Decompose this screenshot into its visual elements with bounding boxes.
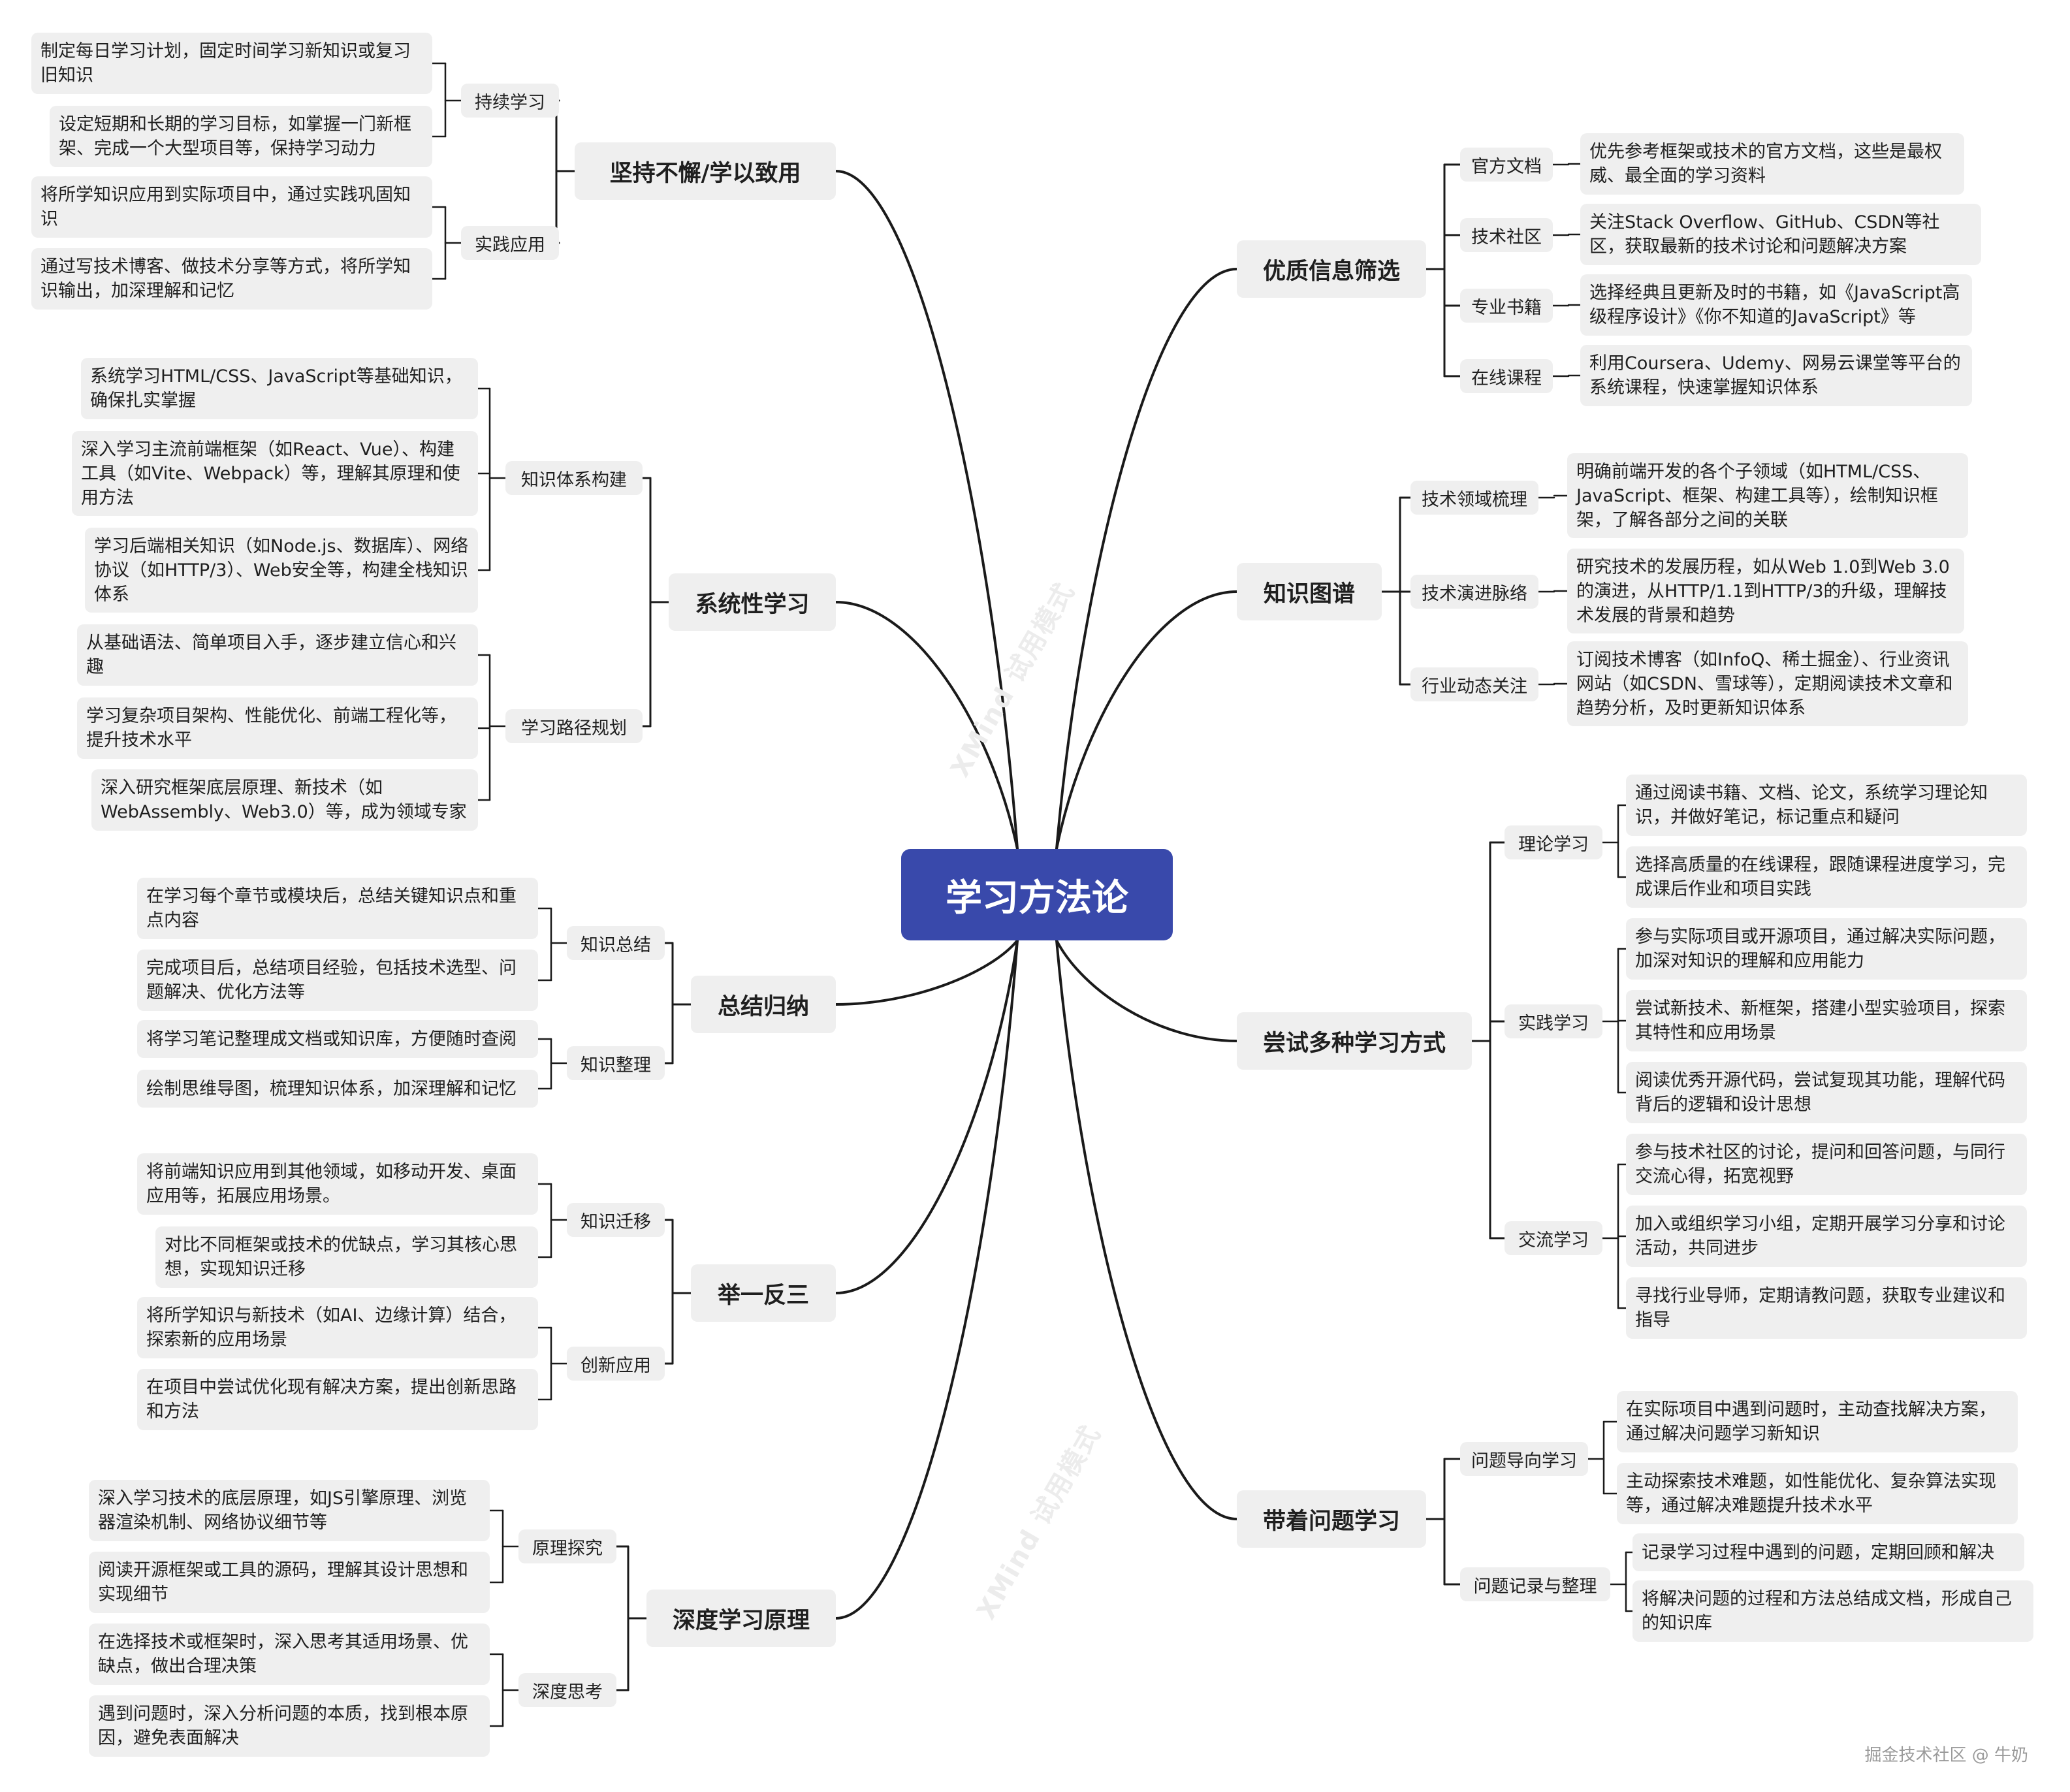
leaf-topic[interactable]: 将所学知识应用到实际项目中，通过实践巩固知识 [31,176,432,238]
subtopic[interactable]: 官方文档 [1460,148,1553,182]
branch-topic[interactable]: 带着问题学习 [1237,1490,1426,1548]
subtopic[interactable]: 问题记录与整理 [1460,1567,1610,1601]
connector-line [835,939,1019,1294]
leaf-topic[interactable]: 制定每日学习计划，固定时间学习新知识或复习旧知识 [31,33,432,94]
leaf-topic[interactable]: 明确前端开发的各个子领域（如HTML/CSS、JavaScript、框架、构建工… [1567,453,1968,538]
subtopic[interactable]: 技术演进脉络 [1410,575,1538,609]
leaf-topic[interactable]: 系统学习HTML/CSS、JavaScript等基础知识，确保扎实掌握 [81,358,478,419]
connector-line [835,170,1019,850]
leaf-topic[interactable]: 加入或组织学习小组，定期开展学习分享和讨论活动，共同进步 [1626,1206,2027,1267]
leaf-topic[interactable]: 从基础语法、简单项目入手，逐步建立信心和兴趣 [77,624,478,686]
connector-line [835,939,1019,1620]
branch-topic[interactable]: 知识图谱 [1237,563,1382,620]
leaf-topic[interactable]: 通过写技术博客、做技术分享等方式，将所学知识输出，加深理解和记忆 [31,248,432,310]
subtopic[interactable]: 实践应用 [461,226,559,260]
leaf-topic[interactable]: 绘制思维导图，梳理知识体系，加深理解和记忆 [137,1070,538,1108]
subtopic[interactable]: 专业书籍 [1460,289,1553,323]
connector-line [1055,939,1238,1042]
subtopic[interactable]: 技术社区 [1460,218,1553,252]
subtopic[interactable]: 问题导向学习 [1460,1442,1588,1476]
connector-line [1055,939,1238,1520]
leaf-topic[interactable]: 学习后端相关知识（如Node.js、数据库）、网络协议（如HTTP/3）、Web… [85,528,478,613]
leaf-topic[interactable]: 将解决问题的过程和方法总结成文档，形成自己的知识库 [1632,1580,2033,1642]
leaf-topic[interactable]: 研究技术的发展历程，如从Web 1.0到Web 3.0的演进，从HTTP/1.1… [1567,549,1964,633]
subtopic[interactable]: 知识体系构建 [505,461,643,495]
leaf-topic[interactable]: 阅读开源框架或工具的源码，理解其设计思想和实现细节 [89,1552,490,1613]
branch-topic[interactable]: 优质信息筛选 [1237,240,1426,298]
subtopic[interactable]: 原理探究 [518,1529,616,1563]
leaf-topic[interactable]: 通过阅读书籍、文档、论文，系统学习理论知识，并做好笔记，标记重点和疑问 [1626,775,2027,836]
subtopic[interactable]: 知识总结 [567,926,665,960]
leaf-topic[interactable]: 订阅技术博客（如InfoQ、稀土掘金）、行业资讯网站（如CSDN、雪球等），定期… [1567,641,1968,726]
subtopic[interactable]: 持续学习 [461,84,559,118]
subtopic[interactable]: 知识迁移 [567,1203,665,1237]
leaf-topic[interactable]: 主动探索技术难题，如性能优化、复杂算法实现等，通过解决难题提升技术水平 [1617,1463,2018,1524]
branch-topic[interactable]: 举一反三 [691,1264,836,1322]
leaf-topic[interactable]: 选择高质量的在线课程，跟随课程进度学习，完成课后作业和项目实践 [1626,846,2027,908]
subtopic[interactable]: 在线课程 [1460,359,1553,393]
leaf-topic[interactable]: 寻找行业导师，定期请教问题，获取专业建议和指导 [1626,1277,2027,1339]
subtopic[interactable]: 实践学习 [1505,1004,1602,1038]
leaf-topic[interactable]: 优先参考框架或技术的官方文档，这些是最权威、最全面的学习资料 [1580,133,1964,195]
leaf-topic[interactable]: 在项目中尝试优化现有解决方案，提出创新思路和方法 [137,1369,538,1430]
leaf-topic[interactable]: 深入学习主流前端框架（如React、Vue）、构建工具（如Vite、Webpac… [72,431,478,516]
leaf-topic[interactable]: 参与技术社区的讨论，提问和回答问题，与同行交流心得，拓宽视野 [1626,1134,2027,1195]
branch-topic[interactable]: 系统性学习 [669,573,836,631]
subtopic[interactable]: 理论学习 [1505,825,1602,859]
root-topic[interactable]: 学习方法论 [901,849,1173,940]
leaf-topic[interactable]: 在选择技术或框架时，深入思考其适用场景、优缺点，做出合理决策 [89,1624,490,1685]
subtopic[interactable]: 创新应用 [567,1347,665,1381]
leaf-topic[interactable]: 遇到问题时，深入分析问题的本质，找到根本原因，避免表面解决 [89,1695,490,1757]
leaf-topic[interactable]: 在实际项目中遇到问题时，主动查找解决方案，通过解决问题学习新知识 [1617,1391,2018,1452]
branch-topic[interactable]: 坚持不懈/学以致用 [575,142,836,200]
branch-topic[interactable]: 深度学习原理 [646,1590,836,1647]
leaf-topic[interactable]: 阅读优秀开源代码，尝试复现其功能，理解代码背后的逻辑和设计思想 [1626,1062,2027,1123]
leaf-topic[interactable]: 将前端知识应用到其他领域，如移动开发、桌面应用等，拓展应用场景。 [137,1153,538,1215]
subtopic[interactable]: 行业动态关注 [1410,667,1538,701]
connector-line [1055,590,1238,850]
leaf-topic[interactable]: 选择经典且更新及时的书籍，如《JavaScript高级程序设计》《你不知道的Ja… [1580,274,1972,336]
leaf-topic[interactable]: 设定短期和长期的学习目标，如掌握一门新框架、完成一个大型项目等，保持学习动力 [50,106,432,167]
subtopic[interactable]: 交流学习 [1505,1221,1602,1255]
leaf-topic[interactable]: 深入研究框架底层原理、新技术（如WebAssembly、Web3.0）等，成为领… [91,769,478,831]
leaf-topic[interactable]: 对比不同框架或技术的优缺点，学习其核心思想，实现知识迁移 [155,1226,538,1288]
connector-line [1055,268,1238,850]
subtopic[interactable]: 深度思考 [518,1673,616,1707]
leaf-topic[interactable]: 尝试新技术、新框架，搭建小型实验项目，探索其特性和应用场景 [1626,990,2027,1051]
leaf-topic[interactable]: 利用Coursera、Udemy、网易云课堂等平台的系统课程，快速掌握知识体系 [1580,345,1972,406]
subtopic[interactable]: 知识整理 [567,1046,665,1080]
leaf-topic[interactable]: 将所学知识与新技术（如AI、边缘计算）结合，探索新的应用场景 [137,1297,538,1358]
leaf-topic[interactable]: 记录学习过程中遇到的问题，定期回顾和解决 [1632,1533,2024,1571]
leaf-topic[interactable]: 参与实际项目或开源项目，通过解决实际问题，加深对知识的理解和应用能力 [1626,918,2027,980]
branch-topic[interactable]: 总结归纳 [691,976,836,1033]
leaf-topic[interactable]: 完成项目后，总结项目经验，包括技术选型、问题解决、优化方法等 [137,950,538,1011]
subtopic[interactable]: 学习路径规划 [505,709,643,743]
branch-topic[interactable]: 尝试多种学习方式 [1237,1012,1472,1070]
leaf-topic[interactable]: 将学习笔记整理成文档或知识库，方便随时查阅 [137,1020,538,1058]
leaf-topic[interactable]: 学习复杂项目架构、性能优化、前端工程化等，提升技术水平 [77,697,478,759]
subtopic[interactable]: 技术领域梳理 [1410,481,1538,515]
leaf-topic[interactable]: 关注Stack Overflow、GitHub、CSDN等社区，获取最新的技术讨… [1580,204,1981,265]
leaf-topic[interactable]: 深入学习技术的底层原理，如JS引擎原理、浏览器渲染机制、网络协议细节等 [89,1480,490,1541]
footer-credit: 掘金技术社区 @ 牛奶 [1864,1746,2028,1765]
connector-line [835,601,1019,850]
connector-line [835,939,1019,1006]
leaf-topic[interactable]: 在学习每个章节或模块后，总结关键知识点和重点内容 [137,878,538,939]
